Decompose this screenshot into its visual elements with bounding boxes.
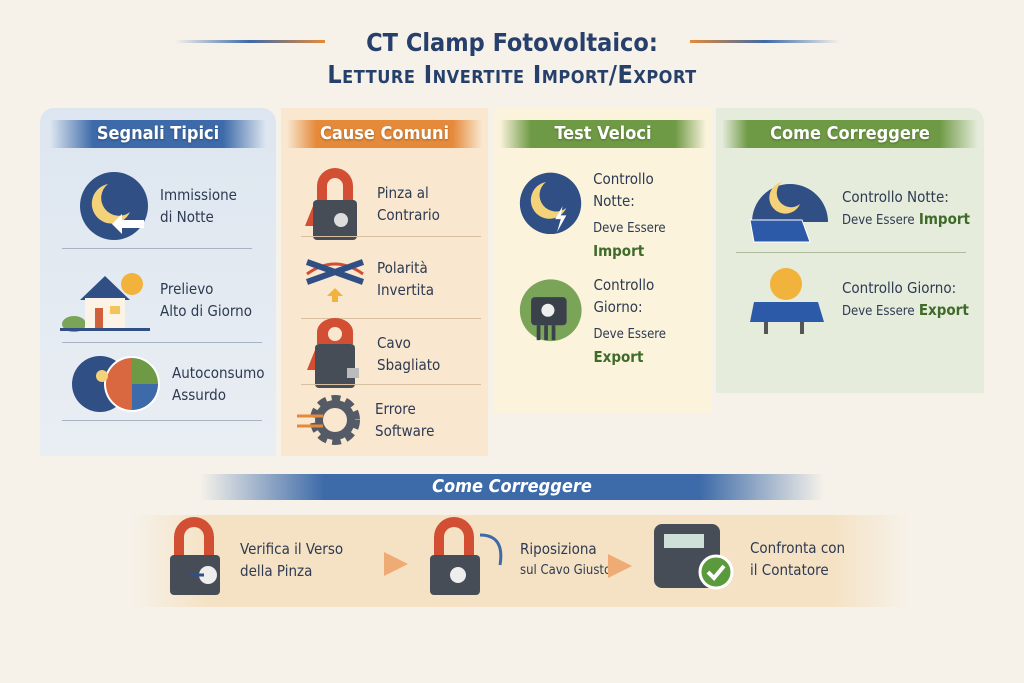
test-label: Giorno:	[593, 298, 643, 316]
signal-label: Assurdo	[172, 386, 226, 404]
signal-label: di Notte	[160, 208, 214, 226]
fix-expectation: Deve Essere	[842, 213, 915, 228]
fix-label: Controllo Giorno:	[842, 279, 957, 297]
signal-label: Prelievo	[160, 280, 214, 298]
signal-label: Immissione	[160, 186, 237, 204]
clamp-reposition-icon	[430, 517, 503, 595]
clamp-cable-icon	[307, 318, 359, 388]
fix-expectation: Deve Essere	[842, 304, 915, 319]
step-item: Verifica il Verso della Pinza	[160, 515, 343, 605]
cause-label: Invertita	[377, 281, 434, 299]
fix-item: Controllo Notte: Deve Essere Import	[746, 172, 970, 246]
panel-fix: Come Correggere Controllo Notte: Deve Ess…	[716, 108, 984, 393]
panel-fix-header: Come Correggere	[722, 120, 978, 148]
arrow-right-icon	[608, 554, 632, 578]
test-label: Notte:	[593, 192, 635, 210]
house-sun-icon	[60, 273, 150, 332]
test-label: Controllo	[593, 276, 655, 294]
step-label: Verifica il Verso	[240, 540, 344, 558]
title-decoration-left	[175, 40, 325, 43]
fix-expectation-value: Export	[918, 301, 969, 319]
fix-item: Controllo Giorno: Deve Essere Export	[746, 262, 969, 338]
test-label: Controllo	[593, 170, 654, 188]
fix-expectation-value: Import	[918, 210, 970, 228]
cause-label: Contrario	[377, 206, 440, 224]
cause-label: Software	[375, 422, 435, 440]
meter-icon	[519, 279, 582, 342]
cause-label: Pinza al	[377, 184, 429, 202]
step-label: Riposiziona	[520, 540, 597, 558]
step-item: Riposiziona sul Cavo Giusto	[420, 515, 611, 605]
moon-arrow-icon	[80, 172, 148, 240]
panel-tests-header: Test Veloci	[500, 120, 706, 148]
ct-clamp-icon	[305, 168, 357, 240]
meter-check-icon	[654, 524, 734, 590]
panel-signals-header: Segnali Tipici	[50, 120, 266, 148]
sun-solar-icon	[750, 268, 824, 334]
test-expectation-value: Import	[593, 242, 645, 260]
arrow-right-icon	[384, 552, 408, 576]
pie-chart-icon	[72, 356, 160, 412]
panel-causes-header: Cause Comuni	[287, 120, 482, 148]
cause-label: Errore	[375, 400, 416, 418]
step-item: Confronta con il Contatore	[650, 518, 845, 600]
step-label: Confronta con	[750, 539, 846, 557]
steps-strip	[130, 515, 910, 607]
cause-label: Sbagliato	[377, 356, 441, 374]
test-expectation: Deve Essere	[593, 327, 666, 342]
step-label: della Pinza	[240, 562, 313, 580]
signal-label: Autoconsumo	[172, 364, 265, 382]
title-line-1: CT Clamp Fotovoltaico:	[366, 28, 658, 57]
cause-label: Cavo	[377, 334, 411, 352]
ct-clamp-arrow-icon	[170, 517, 220, 595]
crossed-wires-icon	[305, 259, 365, 302]
moon-bolt-icon	[519, 172, 582, 235]
step-label: sul Cavo Giusto	[520, 563, 612, 578]
cause-label: Polarità	[377, 259, 428, 277]
fix-label: Controllo Notte:	[842, 188, 949, 206]
test-expectation-value: Export	[593, 348, 644, 366]
title-line-2: Letture Invertite Import/Export	[327, 60, 697, 89]
gear-icon	[297, 395, 360, 445]
test-expectation: Deve Essere	[593, 221, 666, 236]
signal-item: Immissione di Notte	[78, 170, 237, 242]
signal-label: Alto di Giorno	[160, 302, 252, 320]
steps-header: Come Correggere	[200, 474, 824, 500]
panel-signals: Segnali Tipici Immissione di Notte Prelie…	[40, 108, 276, 456]
step-label: il Contatore	[750, 561, 829, 579]
night-solar-icon	[749, 182, 828, 243]
cause-item: Pinza al Contrario	[303, 166, 440, 242]
